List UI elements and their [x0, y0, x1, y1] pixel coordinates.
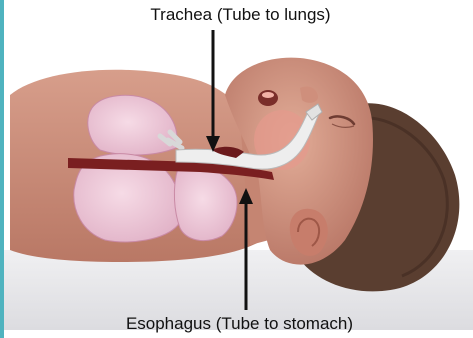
esophagus-label: Esophagus (Tube to stomach) [0, 315, 473, 332]
trachea-label: Trachea (Tube to lungs) [0, 6, 473, 23]
